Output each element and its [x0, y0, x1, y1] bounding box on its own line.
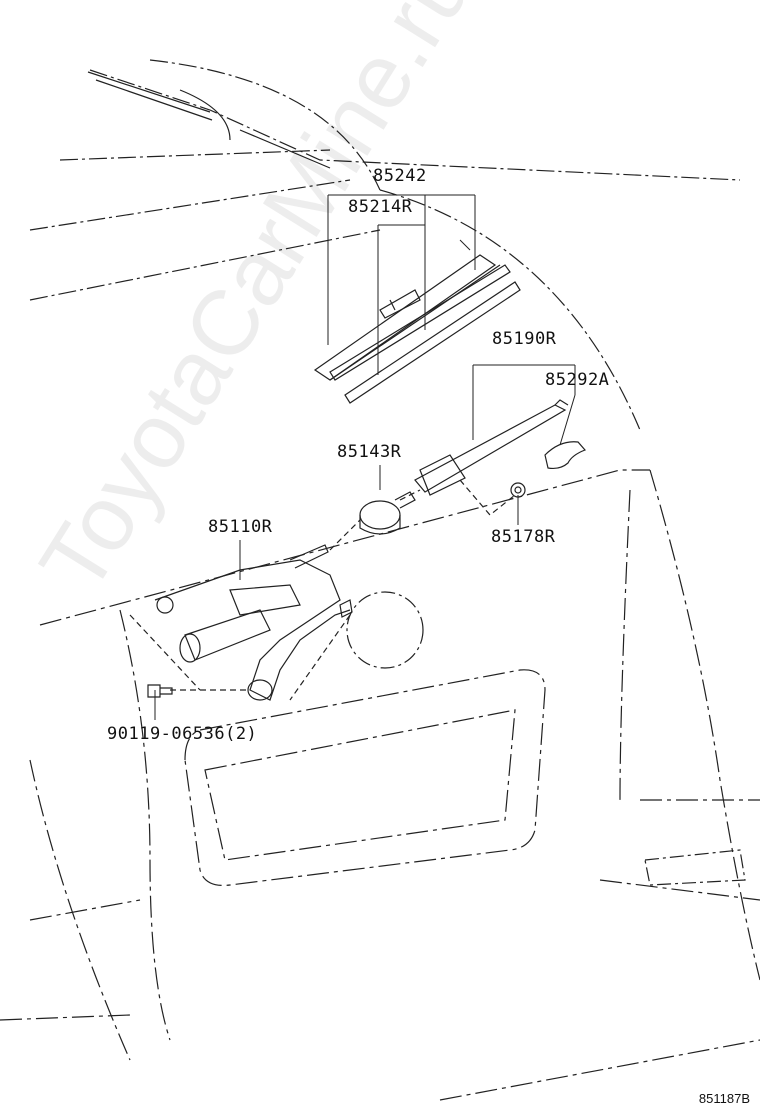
tailgate-outline — [0, 469, 760, 1101]
part-label-85190r: 85190R — [492, 329, 557, 349]
spoiler-ribs — [87, 71, 331, 169]
part-label-85110r: 85110R — [208, 517, 273, 537]
license-plate-inner — [204, 709, 516, 861]
wiper-arm — [414, 399, 569, 496]
part-label-90119: 90119-06536(2) — [107, 724, 258, 744]
grommet — [359, 491, 416, 535]
assembly-dashed-lines — [129, 479, 516, 701]
license-plate-recess — [184, 669, 546, 887]
bolt — [147, 684, 173, 698]
part-label-85214r: 85214R — [348, 197, 413, 217]
wiper-arm-cap — [544, 441, 587, 470]
emblem-circle — [346, 591, 424, 669]
tail-light — [644, 849, 746, 886]
wiper-nut — [510, 482, 526, 498]
roof-outline — [29, 59, 741, 431]
wiper-blade-rubber — [329, 264, 521, 404]
part-label-85178r: 85178R — [491, 527, 556, 547]
wiper-blade-assembly — [313, 254, 501, 381]
figure-id: 851187B — [698, 1091, 750, 1106]
part-label-85242: 85242 — [373, 166, 427, 186]
wiper-nut-hole — [514, 486, 522, 494]
part-label-85292a: 85292A — [545, 370, 610, 390]
leader-lines — [154, 194, 576, 720]
wiper-motor-assembly — [154, 544, 353, 701]
part-label-85143r: 85143R — [337, 442, 402, 462]
